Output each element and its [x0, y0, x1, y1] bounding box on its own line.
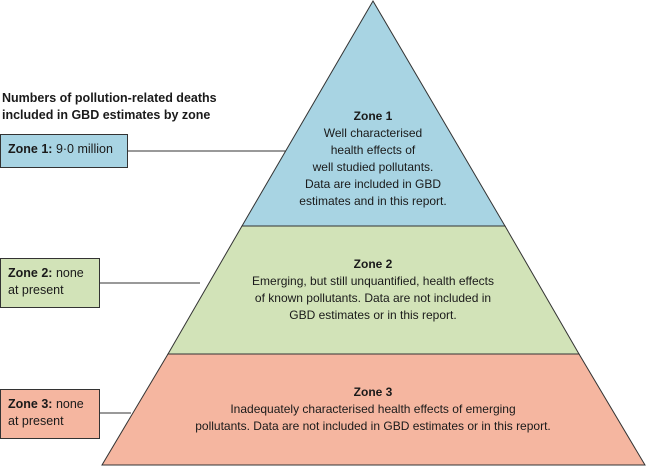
- zone-2-line: of known pollutants. Data are not includ…: [254, 291, 492, 305]
- zone-3-box-value-2: at present: [8, 414, 64, 428]
- zone-3-description: Zone 3 Inadequately characterised health…: [163, 384, 583, 435]
- zone-2-deaths-box: Zone 2: none at present: [0, 258, 100, 308]
- zone-3-box-value: none: [55, 397, 84, 411]
- heading-line-1: Numbers of pollution-related deaths: [2, 91, 217, 105]
- zone-1-line: well studied pollutants.: [312, 160, 434, 174]
- zone-3-tier: [101, 353, 646, 466]
- zone-3-deaths-box: Zone 3: none at present: [0, 389, 100, 439]
- zone-2-title: Zone 2: [353, 257, 393, 271]
- zone-1-title: Zone 1: [353, 109, 393, 123]
- zone-3-line: Inadequately characterised health effect…: [230, 402, 516, 416]
- zone-1-line: Data are included in GBD: [304, 177, 442, 191]
- zone-1-description: Zone 1 Well characterised health effects…: [258, 108, 488, 210]
- zone-1-deaths-box: Zone 1: 9·0 million: [0, 134, 128, 168]
- zone-3-box-label: Zone 3:: [8, 397, 53, 411]
- zone-2-description: Zone 2 Emerging, but still unquantified,…: [203, 256, 543, 324]
- zone-2-box-label: Zone 2:: [8, 266, 53, 280]
- zone-3-line: pollutants. Data are not included in GBD…: [195, 419, 551, 433]
- zone-2-line: GBD estimates or in this report.: [289, 308, 457, 322]
- zone-1-box-label: Zone 1:: [8, 142, 53, 156]
- zone-3-title: Zone 3: [353, 385, 393, 399]
- zone-1-line: Well characterised: [323, 126, 423, 140]
- heading-line-2: included in GBD estimates by zone: [2, 108, 211, 122]
- zone-2-box-value: none: [55, 266, 84, 280]
- zone-1-box-value: 9·0 million: [55, 142, 113, 156]
- zone-1-line: estimates and in this report.: [299, 194, 447, 208]
- heading: Numbers of pollution-related deaths incl…: [2, 90, 242, 124]
- zone-2-line: Emerging, but still unquantified, health…: [252, 274, 494, 288]
- zone-1-line: health effects of: [330, 143, 416, 157]
- zone-2-box-value-2: at present: [8, 283, 64, 297]
